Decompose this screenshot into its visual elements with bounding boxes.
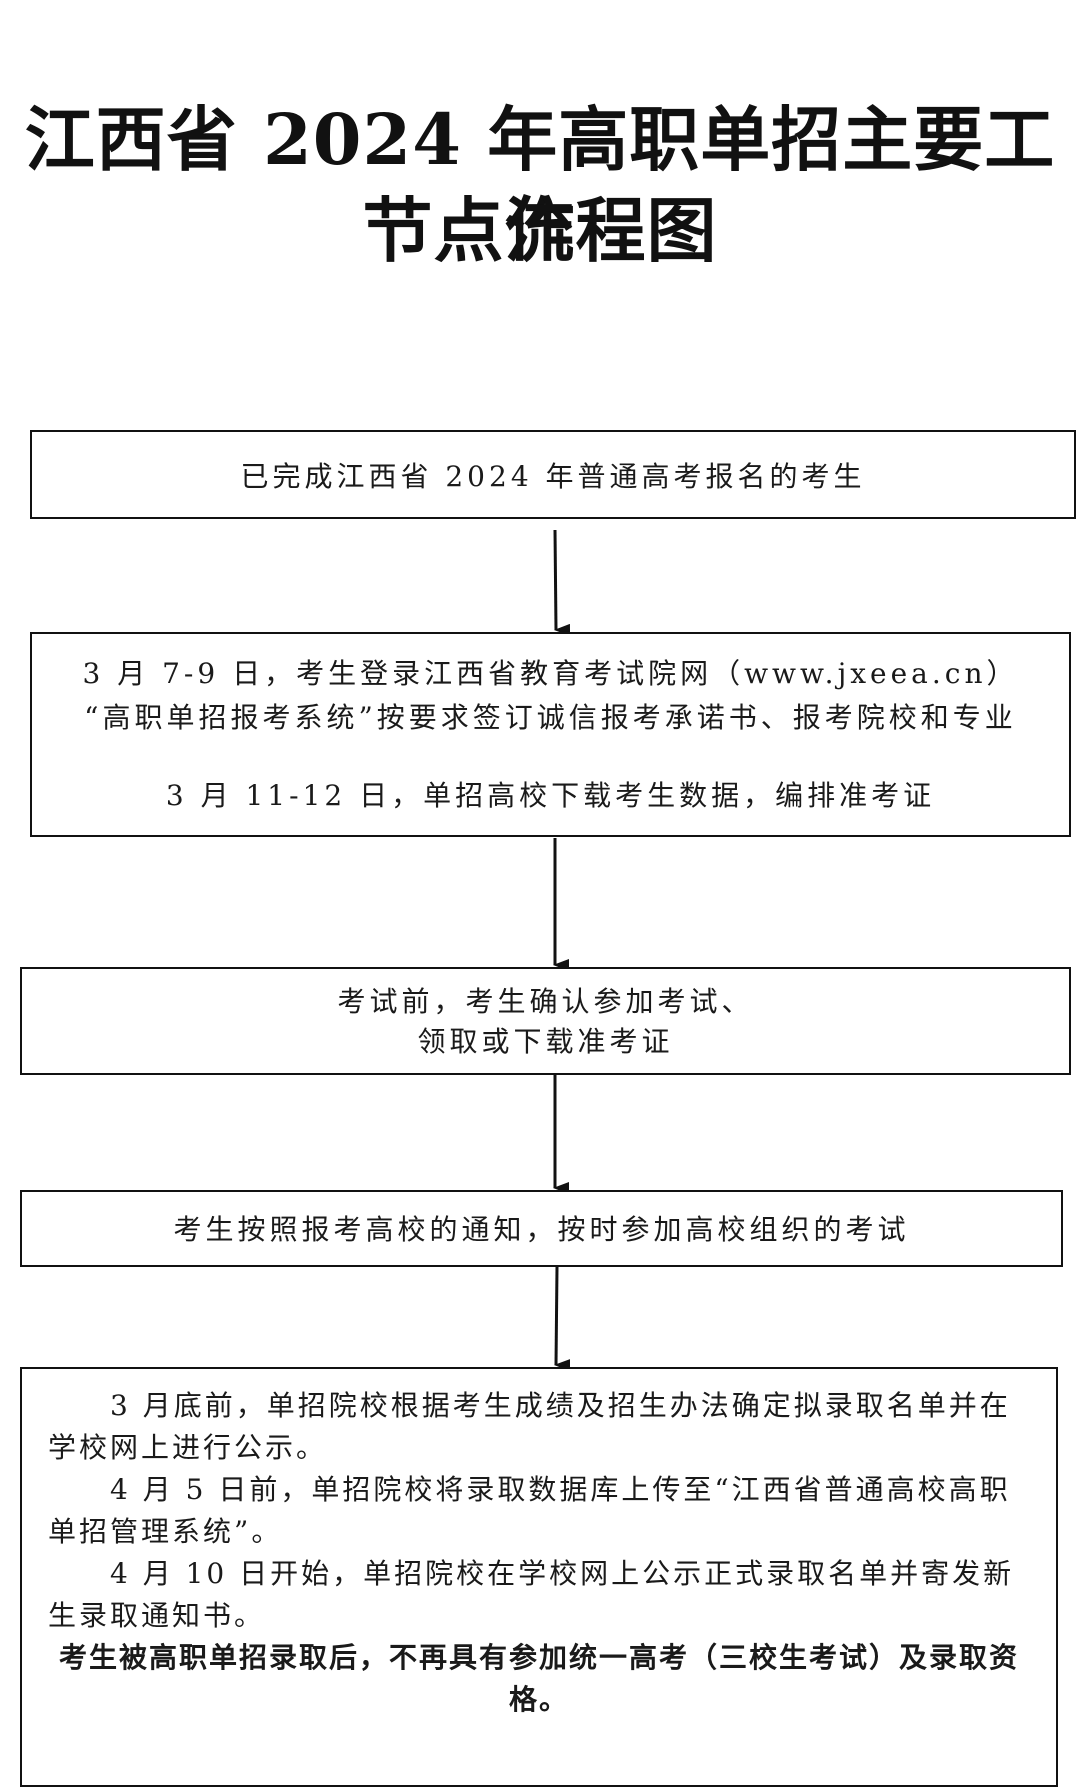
- step-1-text: 已完成江西省 2024 年普通高考报名的考生: [240, 460, 866, 493]
- step-2-line-1: 3 月 7-9 日，考生登录江西省教育考试院网（www.jxeea.cn）: [82, 657, 1019, 690]
- page-title-line-1: 江西省 2024 年高职单招主要工作: [24, 98, 1056, 271]
- step-5-paragraph-1: 3 月底前，单招院校根据考生成绩及招生办法确定拟录取名单并在学校网上进行公示。: [48, 1389, 1011, 1464]
- flow-step-3: 考试前，考生确认参加考试、 领取或下载准考证: [20, 967, 1071, 1075]
- flow-step-1: 已完成江西省 2024 年普通高考报名的考生: [30, 430, 1076, 519]
- step-4-text: 考生按照报考高校的通知，按时参加高校组织的考试: [173, 1213, 910, 1246]
- arrow-1-to-2: [553, 529, 571, 636]
- page-title-line-2: 节点流程图: [362, 189, 718, 272]
- step-2-line-3: 3 月 11-12 日，单招高校下载考生数据，编排准考证: [165, 779, 936, 812]
- step-2-line-2: “高职单招报考系统”按要求签订诚信报考承诺书、报考院校和专业: [84, 701, 1017, 734]
- step-5-paragraph-3: 4 月 10 日开始，单招院校在学校网上公示正式录取名单并寄发新生录取通知书。: [48, 1557, 1015, 1632]
- arrow-4-to-5: [554, 1266, 571, 1372]
- step-3-line-2: 领取或下载准考证: [417, 1025, 674, 1058]
- flow-step-4: 考生按照报考高校的通知，按时参加高校组织的考试: [20, 1190, 1063, 1267]
- step-5-paragraph-2: 4 月 5 日前，单招院校将录取数据库上传至“江西省普通高校高职单招管理系统”。: [48, 1473, 1011, 1548]
- step-5-emphasis: 考生被高职单招录取后，不再具有参加统一高考（三校生考试）及录取资格。: [58, 1641, 1019, 1716]
- flow-step-2: 3 月 7-9 日，考生登录江西省教育考试院网（www.jxeea.cn） “高…: [30, 632, 1071, 837]
- step-3-line-1: 考试前，考生确认参加考试、: [337, 985, 754, 1018]
- flow-step-5: 3 月底前，单招院校根据考生成绩及招生办法确定拟录取名单并在学校网上进行公示。 …: [20, 1367, 1058, 1787]
